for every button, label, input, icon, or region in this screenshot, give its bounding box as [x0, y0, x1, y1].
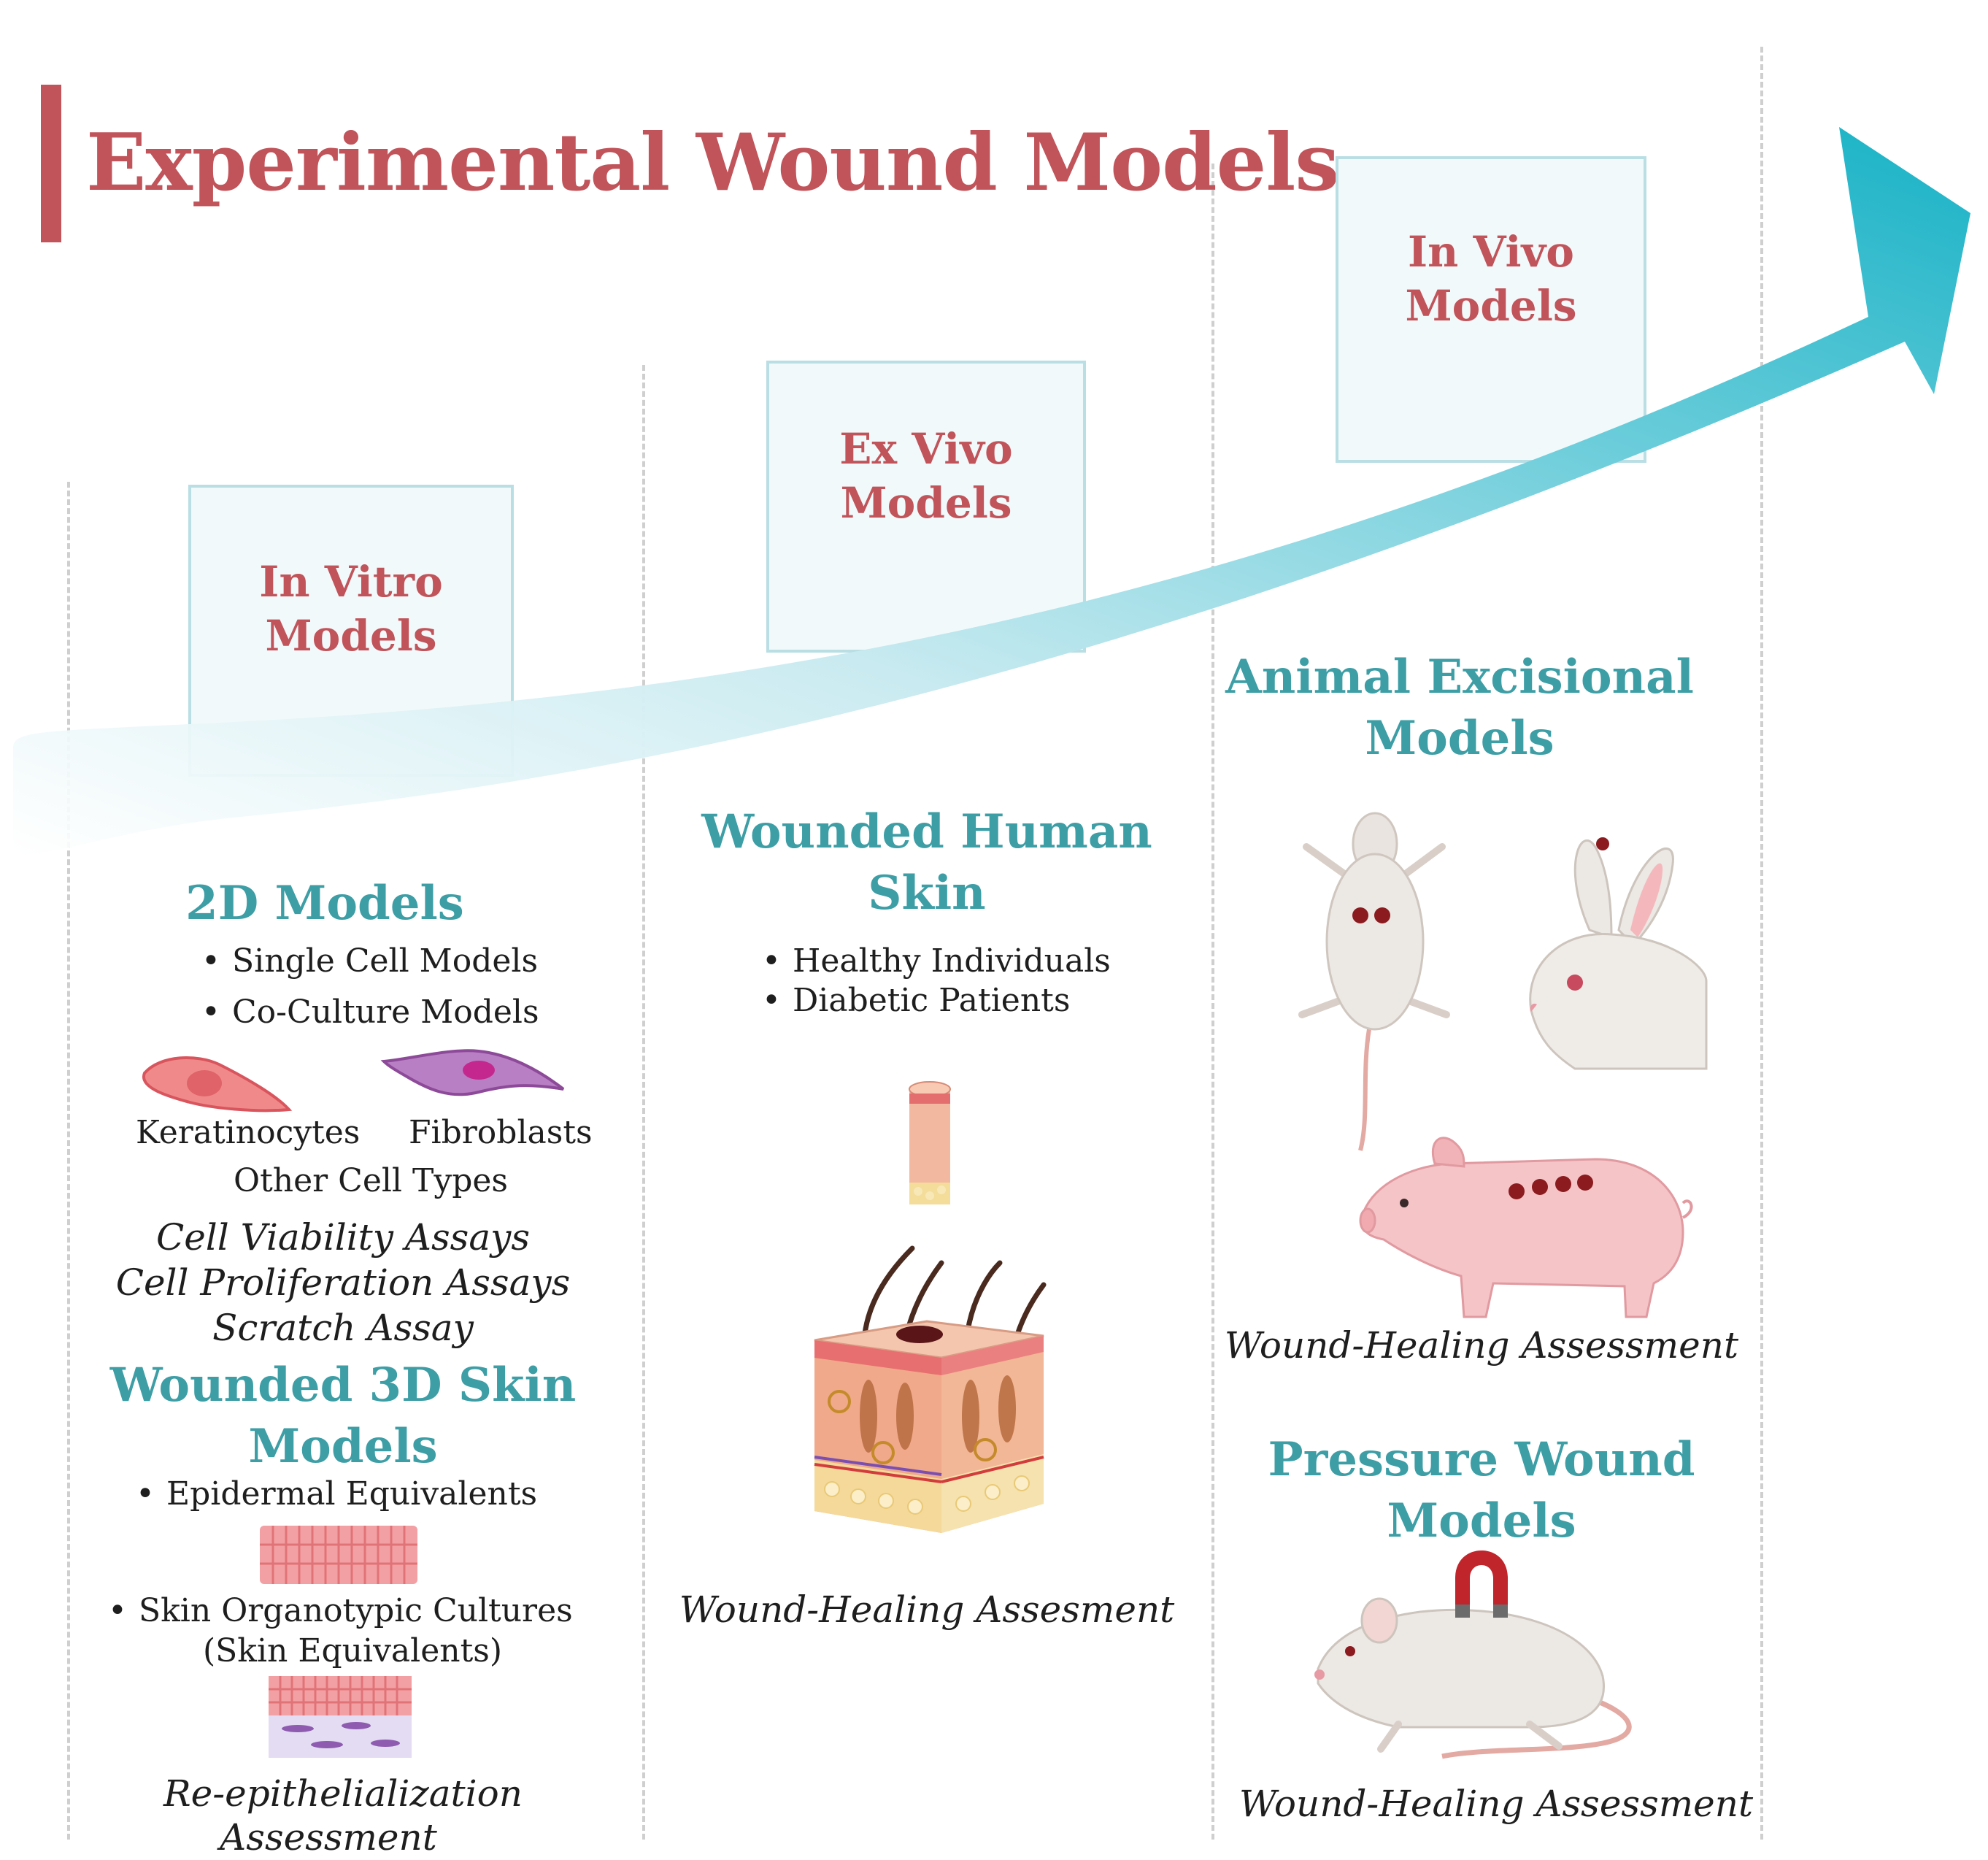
separator-2	[642, 365, 645, 1840]
label-keratinocytes: Keratinocytes	[136, 1114, 361, 1151]
label-fibroblasts: Fibroblasts	[409, 1114, 593, 1151]
stage-label-in-vitro-line2: Models	[265, 611, 437, 661]
list-item: Skin Organotypic Cultures	[105, 1591, 573, 1631]
separator-3	[1211, 164, 1214, 1840]
keratinocyte-icon	[142, 1056, 293, 1112]
skin-biopsy-icon	[909, 1081, 951, 1204]
list-item: Epidermal Equivalents	[133, 1475, 537, 1514]
heading-pressure-wound-line2: Models	[1387, 1494, 1576, 1548]
fibroblast-icon	[380, 1049, 565, 1096]
assay-cell-viability: Cell Viability Assays	[155, 1216, 531, 1258]
list-item: Single Cell Models	[199, 942, 539, 981]
heading-pressure-wound-line1: Pressure Wound	[1268, 1432, 1695, 1487]
heading-3d-skin-models-line2: Models	[248, 1419, 438, 1474]
heading-wounded-human-skin-line1: Wounded Human	[701, 804, 1152, 859]
heading-animal-excisional-line1: Animal Excisional	[1225, 650, 1694, 704]
stage-label-ex-vivo-line2: Models	[840, 478, 1012, 528]
skin-equivalent-icon	[269, 1676, 412, 1758]
stage-label-in-vivo-line1: In Vivo	[1408, 227, 1574, 277]
separator-1	[67, 482, 70, 1840]
list-3d-organotypic: Skin Organotypic Cultures	[105, 1591, 573, 1631]
rabbit-icon	[1529, 837, 1708, 1070]
epidermal-equivalent-icon	[260, 1526, 417, 1584]
assessment-ex-vivo: Wound-Healing Assesment	[679, 1588, 1175, 1631]
list-ex-vivo: Healthy Individuals Diabetic Patients	[759, 942, 1111, 1021]
skin-block-icon	[814, 1245, 1047, 1533]
rat-icon	[1314, 1597, 1632, 1759]
assay-cell-proliferation: Cell Proliferation Assays	[115, 1261, 571, 1304]
stage-label-in-vitro-line1: In Vitro	[259, 557, 443, 607]
pig-icon	[1359, 1137, 1693, 1318]
magnet-icon	[1455, 1550, 1508, 1618]
list-item: Co-Culture Models	[199, 993, 539, 1032]
list-2d-models: Single Cell Models Co-Culture Models	[199, 942, 539, 1032]
page-title: Experimental Wound Models	[86, 117, 1339, 209]
assessment-reepithelialization-line2: Assessment	[220, 1816, 437, 1859]
heading-3d-skin-models-line1: Wounded 3D Skin	[109, 1358, 577, 1413]
mouse-icon	[1298, 812, 1450, 1151]
assessment-reepithelialization-line1: Re-epithelialization	[163, 1772, 523, 1815]
label-skin-equivalents: (Skin Equivalents)	[203, 1632, 503, 1669]
label-other-cell-types: Other Cell Types	[234, 1162, 508, 1199]
list-item: Healthy Individuals	[759, 942, 1111, 981]
assessment-excisional: Wound-Healing Assessment	[1224, 1324, 1739, 1367]
title-accent-bar	[41, 85, 61, 242]
heading-wounded-human-skin-line2: Skin	[868, 866, 986, 921]
assessment-pressure: Wound-Healing Assessment	[1238, 1783, 1754, 1825]
stage-box-ex-vivo: Ex Vivo Models	[766, 361, 1086, 653]
separator-4	[1760, 47, 1763, 1840]
heading-2d-models: 2D Models	[185, 876, 464, 931]
heading-animal-excisional-line2: Models	[1365, 711, 1554, 766]
list-3d-epidermal: Epidermal Equivalents	[133, 1475, 537, 1514]
stage-label-ex-vivo-line1: Ex Vivo	[839, 424, 1013, 474]
assay-scratch: Scratch Assay	[212, 1307, 474, 1349]
stage-label-in-vivo-line2: Models	[1405, 281, 1577, 331]
list-item: Diabetic Patients	[759, 981, 1111, 1021]
stage-box-in-vivo: In Vivo Models	[1336, 156, 1646, 463]
